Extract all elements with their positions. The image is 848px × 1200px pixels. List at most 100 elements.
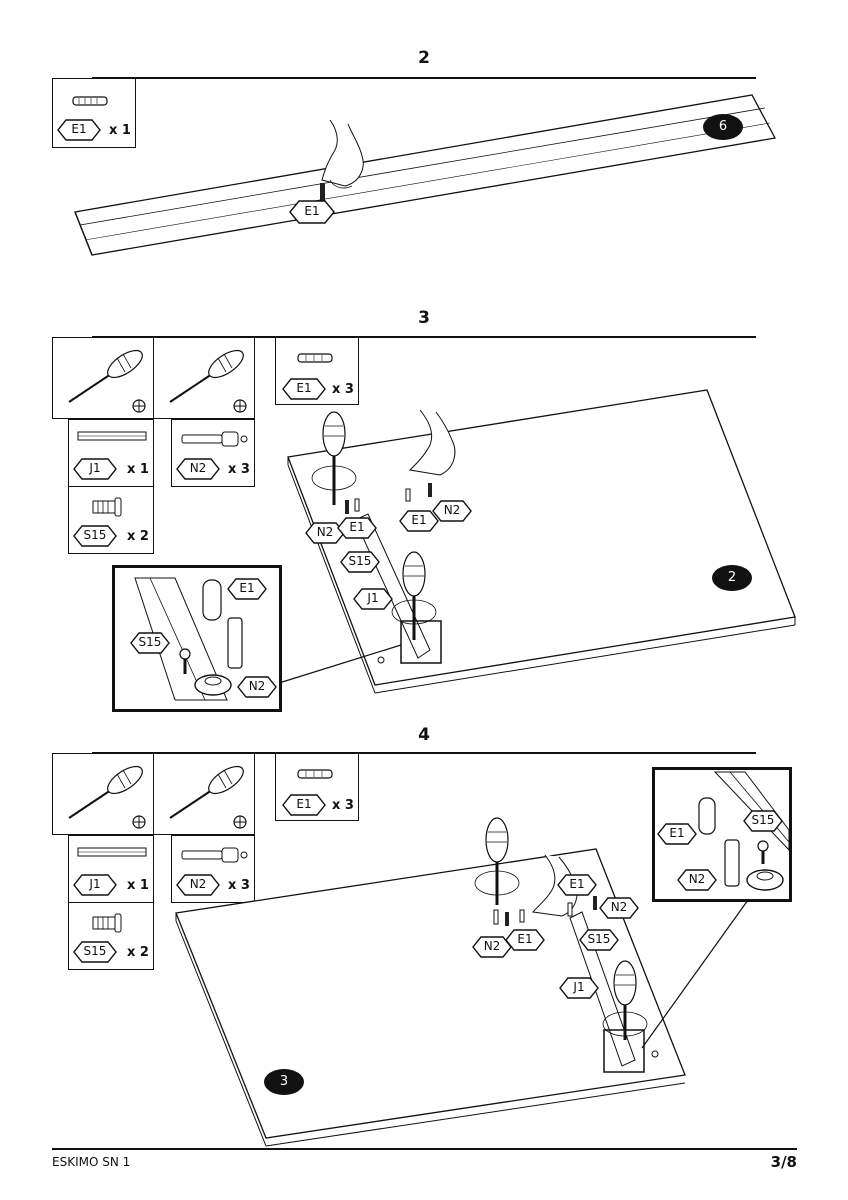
part-qty: x 1 — [127, 462, 149, 477]
part-label-hex-icon — [73, 458, 117, 480]
board-number-badge: 6 — [703, 114, 743, 140]
callout-hex-icon — [305, 522, 345, 544]
callout-hex-icon — [289, 200, 335, 224]
product-name: ESKIMO SN 1 — [52, 1155, 131, 1169]
step-4-number: 4 — [418, 725, 430, 745]
callout-hex-icon — [559, 977, 599, 999]
dowel-icon — [297, 769, 333, 779]
callout-label: S15 — [138, 635, 162, 649]
callout-hex-icon — [337, 517, 377, 539]
phillips-screwdriver-box — [52, 753, 154, 835]
phillips-screwdriver-box-2 — [153, 337, 255, 419]
callout-hex-icon — [599, 897, 639, 919]
callout-label: E1 — [304, 204, 320, 218]
part-qty: x 1 — [109, 123, 131, 138]
step-2-part-e1-box: E1 x 1 — [52, 78, 136, 148]
callout-label: S15 — [587, 932, 611, 946]
step-4-part-j1-box: J1 x 1 — [68, 835, 154, 903]
callout-hex-icon — [472, 936, 512, 958]
callout-hex-icon — [130, 632, 170, 654]
callout-hex-icon — [227, 578, 267, 600]
callout-hex-icon — [657, 823, 697, 845]
part-label-hex-icon — [73, 525, 117, 547]
part-code: E1 — [71, 122, 87, 136]
part-code: N2 — [189, 877, 207, 891]
callout-label: S15 — [751, 813, 775, 827]
callout-label: N2 — [688, 872, 706, 886]
step-3-part-j1-box: J1 x 1 — [68, 419, 154, 487]
callout-label: N2 — [316, 525, 334, 539]
part-label-hex-icon — [176, 458, 220, 480]
step-4-part-s15-box: S15 x 2 — [68, 902, 154, 970]
screwdriver-icon — [68, 349, 146, 413]
connector-bolt-icon — [181, 847, 248, 863]
part-qty: x 3 — [332, 798, 354, 813]
part-code: N2 — [189, 461, 207, 475]
part-code: J1 — [89, 877, 101, 891]
callout-hex-icon — [399, 510, 439, 532]
step-3-part-n2-box: N2 x 3 — [171, 419, 255, 487]
callout-label: J1 — [573, 980, 585, 994]
callout-label: E1 — [239, 581, 255, 595]
callout-hex-icon — [505, 929, 545, 951]
callout-label: N2 — [483, 939, 501, 953]
part-code: E1 — [296, 797, 312, 811]
part-qty: x 3 — [332, 382, 354, 397]
step-3-part-s15-box: S15 x 2 — [68, 486, 154, 554]
part-qty: x 2 — [127, 945, 149, 960]
dowel-icon — [297, 353, 333, 363]
part-code: S15 — [83, 528, 107, 542]
board-number-badge: 3 — [264, 1069, 304, 1095]
callout-label: N2 — [248, 679, 266, 693]
screwdriver-icon — [169, 765, 247, 829]
callout-hex-icon — [432, 500, 472, 522]
screw-icon — [92, 913, 122, 933]
footer-divider — [52, 1148, 797, 1150]
part-label-hex-icon — [176, 874, 220, 896]
callout-hex-icon — [677, 869, 717, 891]
callout-hex-icon — [743, 810, 783, 832]
part-label-hex-icon — [282, 378, 326, 400]
part-code: J1 — [89, 461, 101, 475]
step-4-part-e1-box: E1 x 3 — [275, 753, 359, 821]
callout-hex-icon — [579, 929, 619, 951]
step-3-board-illustration — [278, 389, 796, 694]
step-4-board-illustration — [175, 817, 749, 1147]
phillips-screwdriver-box-2 — [153, 753, 255, 835]
phillips-screwdriver-box — [52, 337, 154, 419]
callout-label: E1 — [411, 513, 427, 527]
part-label-hex-icon — [73, 874, 117, 896]
callout-hex-icon — [340, 551, 380, 573]
step-2-divider — [92, 77, 756, 79]
callout-label: J1 — [367, 591, 379, 605]
step-3-divider — [92, 336, 756, 338]
part-qty: x 1 — [127, 878, 149, 893]
part-label-hex-icon — [73, 941, 117, 963]
callout-label: E1 — [569, 877, 585, 891]
step-4-divider — [92, 752, 756, 754]
screw-icon — [92, 497, 122, 517]
callout-hex-icon — [557, 874, 597, 896]
screwdriver-icon — [68, 765, 146, 829]
callout-hex-icon — [353, 588, 393, 610]
callout-label: N2 — [610, 900, 628, 914]
page-number: 3/8 — [770, 1153, 797, 1171]
callout-label: E1 — [669, 826, 685, 840]
step-2-board-illustration — [74, 94, 776, 256]
drawer-runner-icon — [77, 847, 147, 857]
connector-bolt-icon — [181, 431, 248, 447]
board-number-badge: 2 — [712, 565, 752, 591]
screwdriver-icon — [169, 349, 247, 413]
callout-hex-icon — [237, 676, 277, 698]
part-code: S15 — [83, 944, 107, 958]
part-code: E1 — [296, 381, 312, 395]
part-qty: x 3 — [228, 878, 250, 893]
callout-label: E1 — [349, 520, 365, 534]
step-3-number: 3 — [418, 308, 430, 328]
part-qty: x 2 — [127, 529, 149, 544]
callout-label: E1 — [517, 932, 533, 946]
part-qty: x 3 — [228, 462, 250, 477]
runner-detail-drawing — [134, 577, 243, 701]
step-4-part-n2-box: N2 x 3 — [171, 835, 255, 903]
part-label-hex-icon — [282, 794, 326, 816]
